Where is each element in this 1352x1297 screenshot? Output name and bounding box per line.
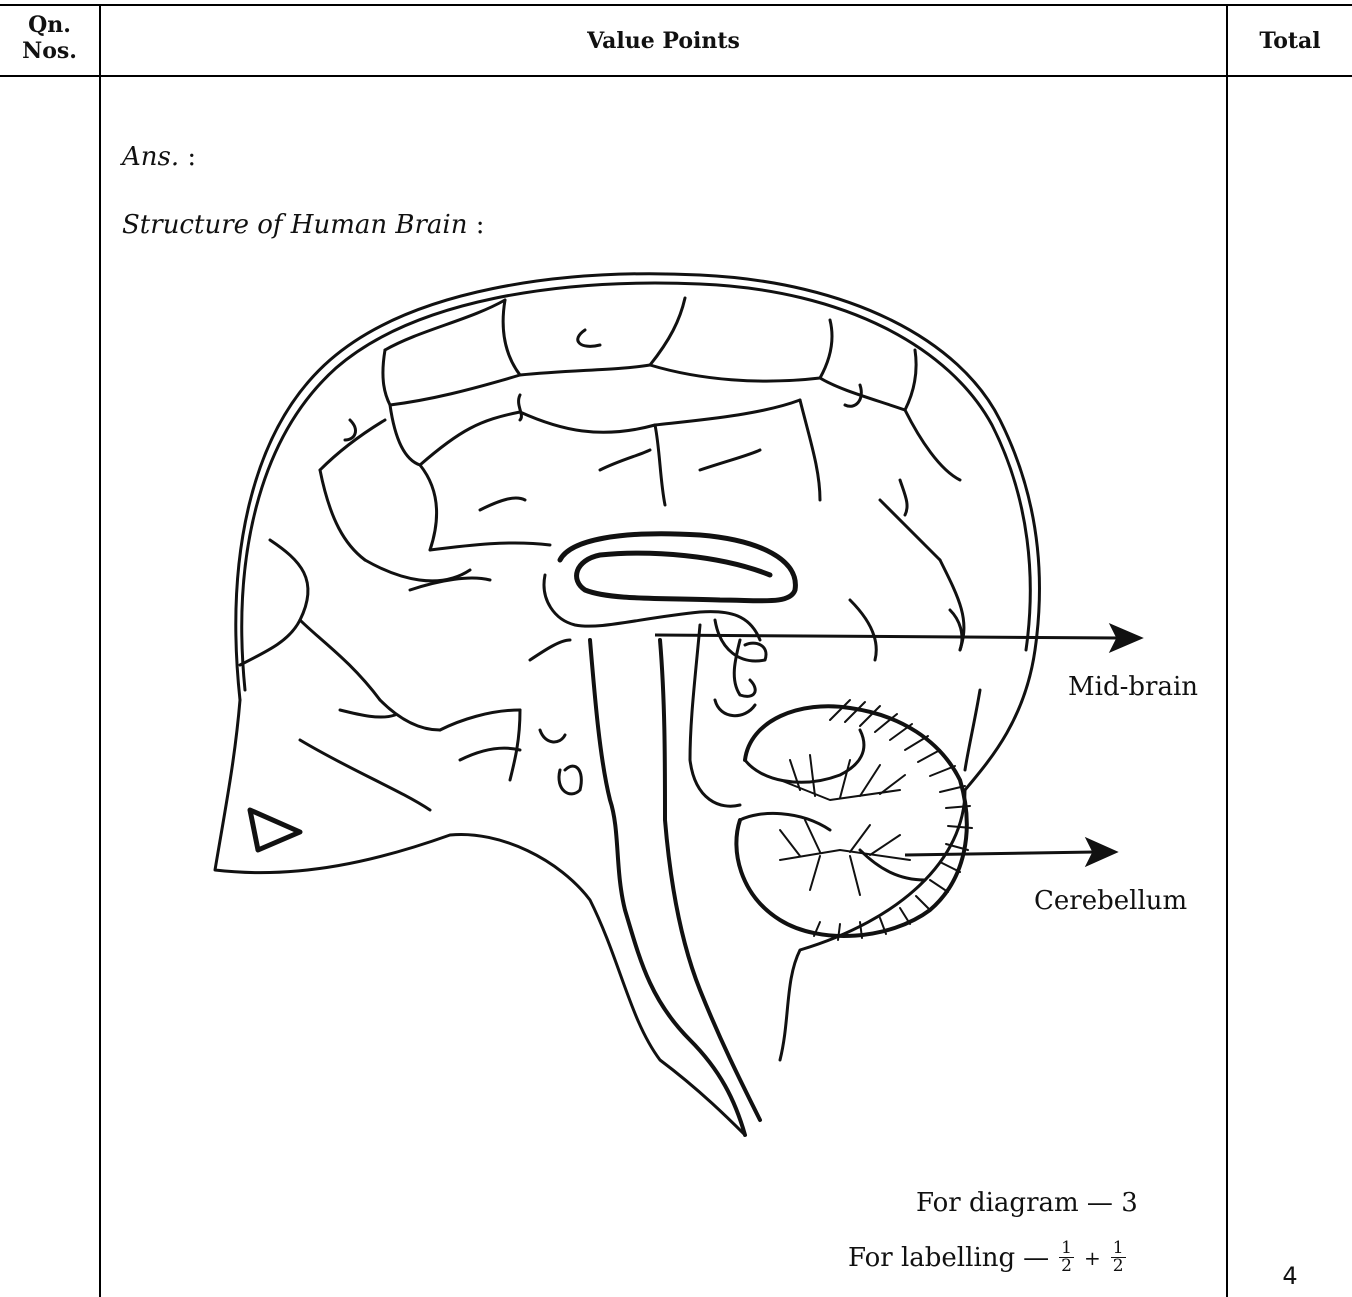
labelling-marks-dash: — <box>1023 1243 1049 1273</box>
fraction-2-denominator: 2 <box>1111 1258 1126 1275</box>
cerebellum-pointer <box>905 840 1115 864</box>
labelling-marks: For labelling — 1 2 + 1 2 <box>848 1240 1128 1275</box>
eye-socket <box>250 810 300 850</box>
labelling-fraction-1: 1 2 <box>1059 1240 1074 1275</box>
cerebellum <box>736 706 966 936</box>
labelling-plus: + <box>1084 1246 1101 1270</box>
fraction-1-denominator: 2 <box>1059 1258 1074 1275</box>
total-value: 4 <box>1228 1262 1352 1290</box>
corpus-callosum <box>560 534 795 601</box>
cerebellum-label: Cerebellum <box>1034 886 1187 916</box>
labelling-fraction-2: 1 2 <box>1111 1240 1126 1275</box>
diagram-marks-dash: — <box>1087 1188 1113 1218</box>
diagram-marks: For diagram — 3 <box>916 1188 1138 1218</box>
labelling-marks-text: For labelling <box>848 1243 1015 1273</box>
brain-stem <box>590 640 745 1135</box>
diagram-marks-text: For diagram <box>916 1188 1079 1218</box>
midbrain-label: Mid-brain <box>1068 672 1198 702</box>
midbrain-pointer <box>655 626 1140 650</box>
diagram-marks-value: 3 <box>1121 1188 1138 1218</box>
